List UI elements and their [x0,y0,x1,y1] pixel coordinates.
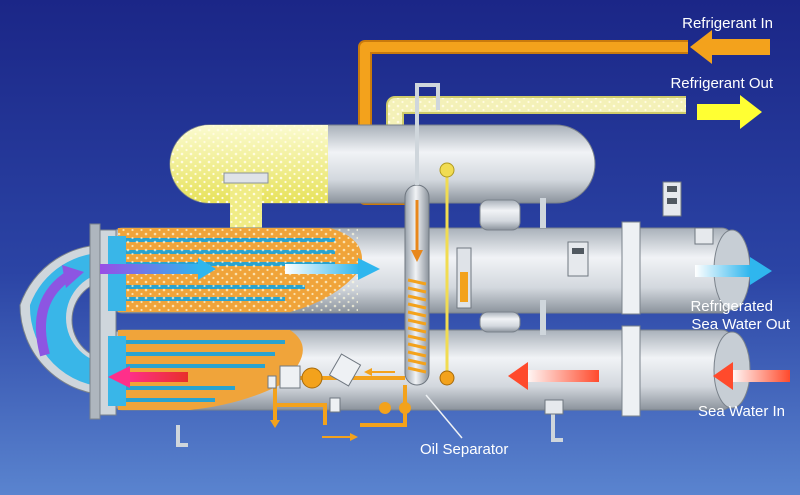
water-flow-arrows [35,257,790,390]
gas-receiver-drum [169,124,596,248]
refrigerant-in-arrow-icon [690,30,770,64]
refrigerated-sea-water-out-label-line2: Sea Water Out [691,316,790,333]
drain-valve [544,399,564,415]
sea-water-in-label: Sea Water In [698,403,785,420]
support-feet [176,405,563,447]
end-flanges [621,221,641,417]
level-indicator [439,162,472,386]
valve-assembly [267,353,411,441]
refrigerant-out-label: Refrigerant Out [670,75,773,92]
oil-separator-callout-line [425,394,463,439]
pressure-controls [567,181,714,277]
oil-separator-label: Oil Separator [420,441,509,458]
refrigerant-in-label: Refrigerant In [682,15,773,32]
refrigerated-sea-water-out-label-line1: Refrigerated [690,298,773,315]
refrigerant-out-arrow-icon [697,95,762,129]
oil-separator-vessel [404,83,440,386]
shell-connections [479,198,546,335]
